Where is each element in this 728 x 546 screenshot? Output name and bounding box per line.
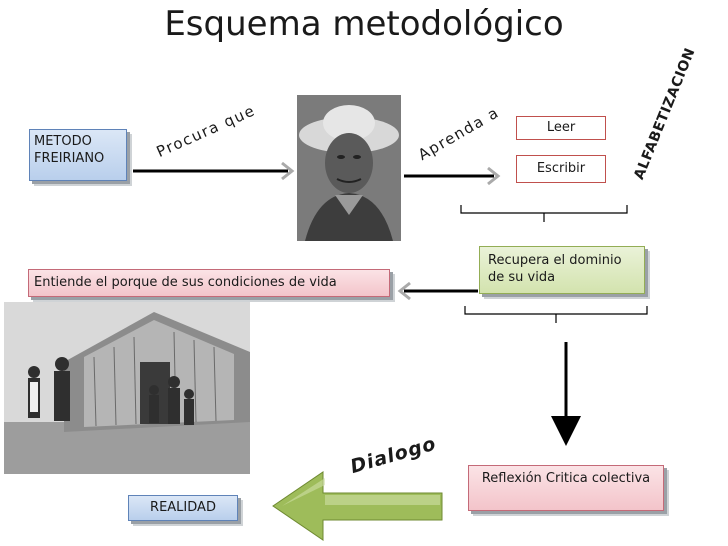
arrow-procura-head (281, 161, 295, 181)
brace-leer-escribir (460, 205, 628, 222)
leer-box: Leer (516, 116, 606, 140)
reflexion-box: Reflexión Critica colectiva (468, 465, 664, 511)
page-title: Esquema metodológico (164, 4, 564, 44)
arrow-dialogo (272, 471, 443, 541)
farmer-photo (297, 95, 401, 241)
metodo-freiriano-box: METODO FREIRIANO (29, 129, 127, 181)
brace-recupera (464, 306, 648, 323)
recupera-box: Recupera el dominio de su vida (479, 246, 645, 294)
escribir-box: Escribir (516, 155, 606, 183)
realidad-box: REALIDAD (128, 495, 238, 521)
shack-family-photo (4, 302, 250, 474)
arrow-recupera-head (397, 281, 411, 301)
entiende-box: Entiende el porque de sus condiciones de… (28, 269, 390, 297)
arrow-aprenda-head (487, 166, 501, 186)
